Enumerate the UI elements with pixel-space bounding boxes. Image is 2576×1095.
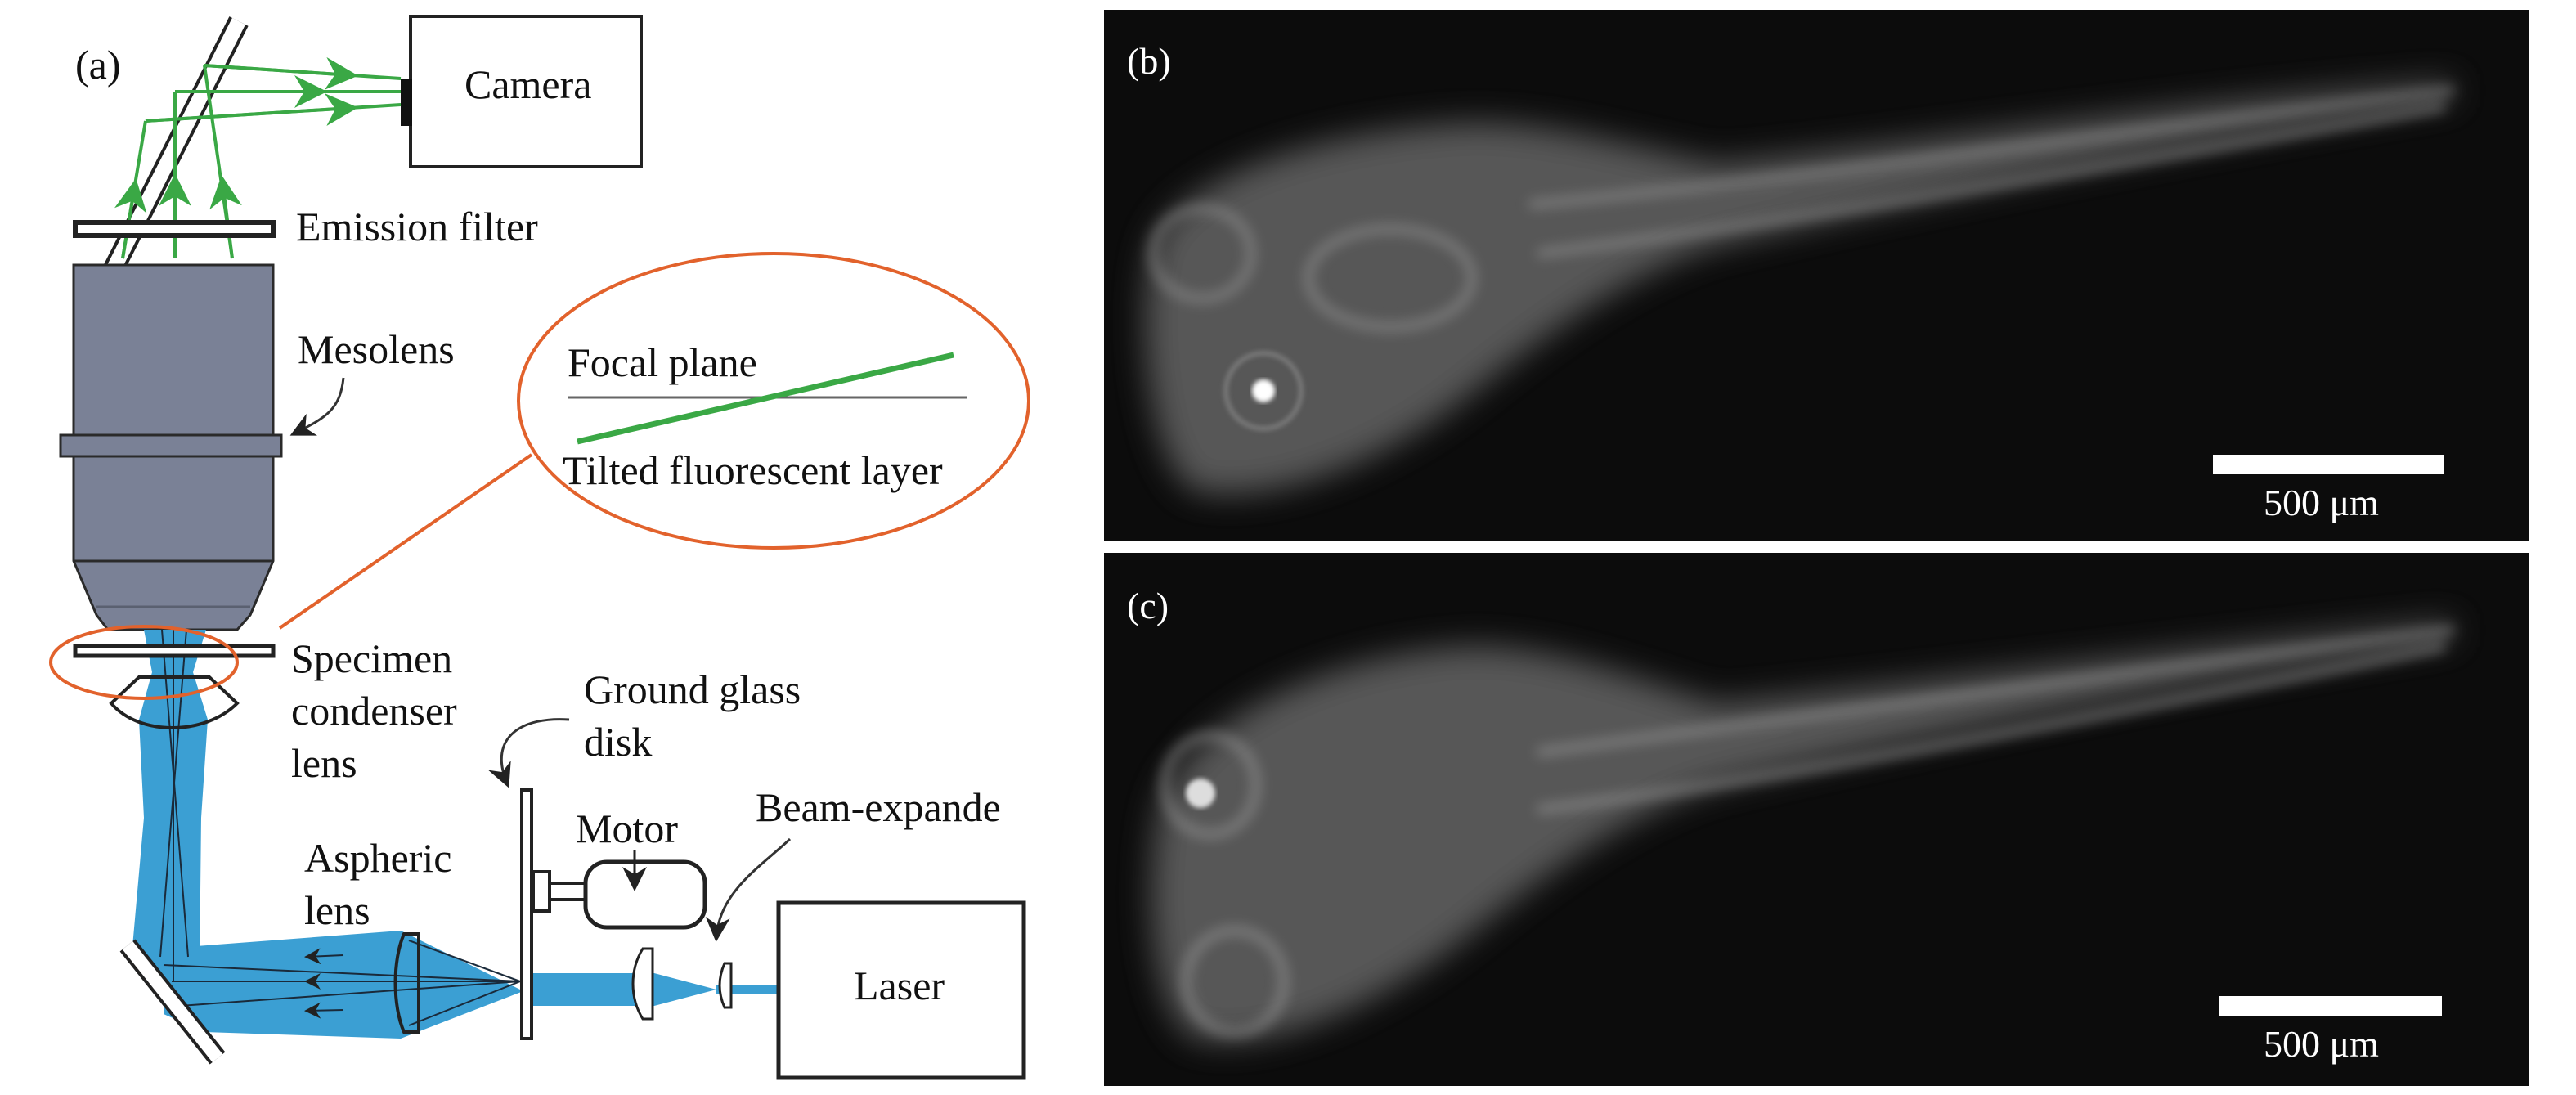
panel-c-image: (c) 500 μm	[1104, 553, 2529, 1086]
specimen-highlight-ellipse	[49, 625, 239, 700]
mesolens-objective	[59, 263, 283, 631]
condenser-label: condenser	[291, 688, 457, 734]
panel-a-label: (a)	[75, 42, 121, 88]
ground-glass-disk	[520, 788, 533, 1040]
beam-expander-lens-2	[718, 962, 733, 1009]
laser-box	[776, 900, 1026, 1080]
tilted-layer-line	[577, 352, 954, 445]
panel-b-label: (b)	[1127, 40, 1171, 82]
condenser-lens	[109, 675, 240, 729]
motor	[532, 859, 707, 930]
camera-label: Camera	[464, 61, 591, 107]
camera-sensor	[401, 79, 412, 126]
emission-filter-label: Emission filter	[296, 204, 538, 249]
panel-c-label: (c)	[1127, 585, 1169, 626]
specimen-label: Specimen	[291, 635, 452, 681]
focal-plane-label: Focal plane	[568, 339, 757, 385]
scale-bar-c	[2219, 996, 2442, 1016]
bottom-mirror	[119, 939, 226, 1065]
beam-expander-label: Beam-expande	[756, 784, 1001, 830]
specimen-slide	[73, 644, 276, 658]
scale-bar-b	[2213, 455, 2444, 474]
scale-bar-c-label: 500 μm	[2264, 1023, 2379, 1065]
ground-glass-label: Ground glass	[584, 666, 801, 712]
ground-glass-pointer-arrow	[487, 718, 570, 788]
inset-ellipse	[517, 252, 1030, 550]
zebrafish-larva-b	[1145, 82, 2453, 494]
eye-lens-rings	[1223, 351, 1304, 431]
eye-bright-spot	[1186, 779, 1215, 808]
emission-rays	[114, 56, 402, 259]
beam-expander-lens-1	[631, 947, 654, 1021]
disk-label: disk	[584, 719, 652, 765]
aspheric-lens-label: lens	[304, 887, 370, 933]
scale-bar-b-label: 500 μm	[2264, 482, 2379, 523]
laser-label: Laser	[854, 963, 945, 1008]
beam-ray-lines	[159, 629, 521, 1026]
emission-filter	[73, 220, 276, 238]
panel-a-schematic: (a) Camera Emission filter	[49, 15, 1030, 1080]
tilted-layer-label: Tilted fluorescent layer	[563, 447, 943, 493]
excitation-beam	[131, 630, 779, 1039]
zebrafish-larva-c	[1151, 622, 2453, 1042]
beam-expander-pointer-arrow	[705, 837, 792, 942]
motor-label: Motor	[576, 806, 678, 851]
eye-bright-spot	[1252, 379, 1275, 402]
lens-label: lens	[291, 740, 357, 786]
mesolens-label: Mesolens	[298, 326, 455, 372]
zoom-connector-line	[278, 453, 533, 630]
aspheric-label: Aspheric	[304, 835, 452, 881]
aspheric-lens	[393, 932, 420, 1034]
panel-b-image: (b) 500 μm	[1104, 10, 2529, 541]
mesolens-pointer-arrow	[289, 377, 345, 436]
